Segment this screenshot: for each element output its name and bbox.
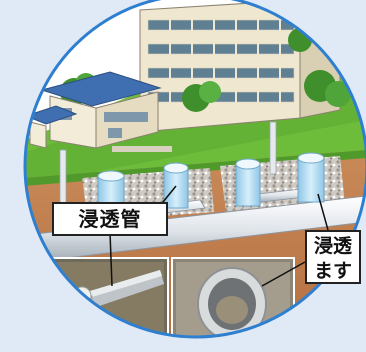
scene-circle-ring bbox=[23, 0, 366, 339]
photo-basin-manhole bbox=[171, 257, 295, 338]
infiltration-pipe bbox=[24, 195, 366, 267]
infiltration-pipe-label: 浸透管 bbox=[52, 202, 168, 236]
basin-photo-leader-line bbox=[261, 261, 306, 287]
infiltration-basin-label-line2: ます bbox=[313, 260, 352, 282]
infiltration-basin-label-line1: 浸透 bbox=[313, 235, 352, 257]
infiltration-basin-label: 浸透 ます bbox=[305, 230, 361, 284]
apartment-building-icon bbox=[139, 0, 341, 133]
basin-leader-line bbox=[317, 193, 329, 231]
infiltration-basin-3 bbox=[235, 158, 261, 207]
pipe-photo-leader-line bbox=[109, 231, 113, 287]
infiltration-basin-4 bbox=[297, 152, 325, 203]
infiltration-basin-2 bbox=[163, 162, 189, 209]
house-icon bbox=[24, 71, 162, 149]
photo-pipe-trench bbox=[51, 257, 169, 338]
